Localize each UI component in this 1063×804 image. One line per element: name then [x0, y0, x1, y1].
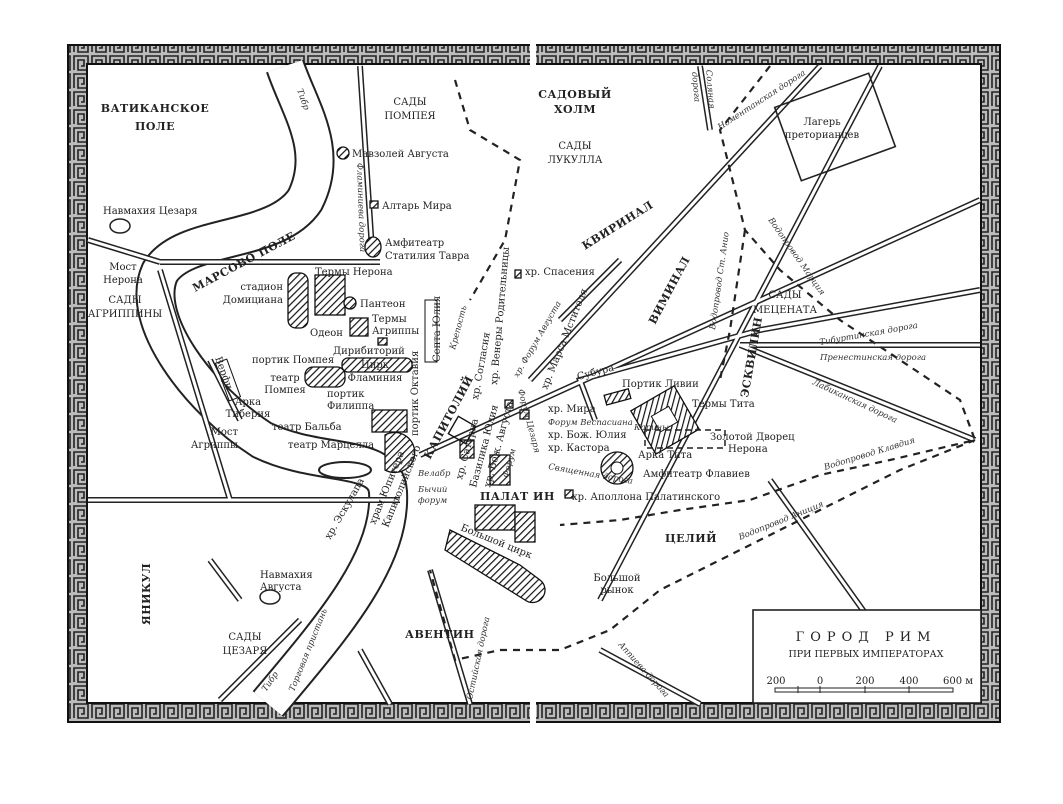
place-label: Бычий	[417, 485, 447, 495]
place-label: Тиберия	[226, 409, 271, 420]
maecenas-label: МЕЦЕНАТА	[753, 305, 818, 316]
place-label: Пантеон	[360, 299, 406, 310]
place-label: Филиппа	[327, 401, 374, 412]
place-label: Термы	[372, 314, 407, 325]
aventine-label: АВЕНТИН	[405, 628, 475, 641]
lucullus-label: ЛУКУЛЛА	[548, 155, 603, 166]
place-label: Карины	[633, 423, 669, 433]
road-label: Соляная	[703, 69, 716, 109]
place-label: Портик Ливии	[622, 379, 699, 390]
place-label: театр	[270, 373, 299, 384]
walls	[428, 65, 977, 662]
place-label: Статилия Тавра	[385, 251, 470, 262]
place-label: преторианцев	[785, 130, 860, 141]
agrippina-label: АГРИППИНЫ	[88, 309, 163, 320]
scale-tick: 400	[899, 676, 918, 687]
place-label: Септа Юлия	[432, 296, 443, 362]
scale-tick: 0	[817, 676, 823, 687]
roads	[87, 63, 982, 707]
place-label: Термы Нерона	[315, 267, 393, 278]
place-label: портик Октавия	[410, 351, 421, 436]
place-label: хр. Бож. Юлия	[548, 430, 627, 441]
place-label: театр Марцелла	[288, 440, 374, 451]
place-label: Золотой Дворец	[710, 432, 795, 443]
place-label: хр. Мира	[548, 404, 596, 415]
place-label: стадион	[240, 282, 283, 293]
map-title: ГОРОД РИМ	[796, 630, 937, 645]
vatican-label: ВАТИКАНСКОЕ	[101, 102, 209, 115]
scale-tick: 200	[766, 676, 785, 687]
place-label: Форум Веспасиана	[548, 418, 633, 428]
garden-hill-label: ХОЛМ	[554, 103, 596, 116]
agrippina-label: САДЫ	[108, 295, 141, 306]
place-label: Амфитеатр Флавиев	[643, 469, 750, 480]
road-label: Пренестинская дорога	[819, 353, 926, 363]
place-label: Большой	[593, 573, 640, 584]
map-subtitle: ПРИ ПЕРВЫХ ИМПЕРАТОРАХ	[789, 649, 944, 660]
garden-hill-label: САДОВЫЙ	[538, 86, 612, 101]
caesar-gardens-label: САДЫ	[228, 632, 261, 643]
place-label: Термы Тита	[692, 399, 755, 410]
place-label: Мавзолей Августа	[352, 149, 449, 160]
place-label: Дирибиторий	[333, 346, 405, 357]
place-label: рынок	[600, 585, 634, 596]
place-label: Августа	[260, 582, 301, 593]
place-label: портик	[327, 389, 365, 400]
place-label: Фламиния	[348, 373, 403, 384]
place-label: Арка Тита	[638, 450, 692, 461]
place-label: Алтарь Мира	[382, 201, 452, 212]
place-label: портик Помпея	[252, 355, 334, 366]
maecenas-label: САДЫ	[768, 290, 801, 301]
scale-tick: 200	[855, 676, 874, 687]
vatican-label: ПОЛЕ	[135, 120, 175, 133]
place-label: Одеон	[310, 328, 343, 339]
place-label: Мост	[211, 427, 239, 438]
caesar-gardens-label: ЦЕЗАРЯ	[223, 646, 268, 657]
place-label: Нерона	[103, 275, 143, 286]
place-label: Велабр	[417, 468, 451, 479]
palatine-label: ПАЛАТ ИН	[480, 490, 555, 503]
buildings	[287, 146, 701, 604]
praetorian-camp	[773, 72, 897, 182]
place-label: Агриппы	[372, 326, 419, 337]
place-label: Нерона	[728, 444, 768, 455]
lucullus-label: САДЫ	[558, 141, 591, 152]
place-label: хр. Кастора	[548, 443, 610, 454]
place-label: Навмахия	[260, 570, 313, 581]
place-label: Арка	[235, 397, 261, 408]
pompey-gardens-label: ПОМПЕЯ	[384, 111, 435, 122]
scale-bar: 200 0 200 400 600 м	[766, 676, 973, 693]
place-label: хр. Спасения	[525, 267, 595, 278]
place-label: Лагерь	[803, 117, 841, 128]
place-label: Мост	[109, 262, 137, 273]
place-label: Помпея	[264, 385, 305, 396]
caelian-label: ЦЕЛИЙ	[665, 530, 717, 545]
janiculum-label: ЯНИКУЛ	[140, 563, 153, 625]
map-title-box: ГОРОД РИМ ПРИ ПЕРВЫХ ИМПЕРАТОРАХ 200 0 2…	[752, 609, 982, 704]
scale-tick: 600 м	[943, 676, 973, 687]
place-label: театр Бальба	[272, 422, 342, 433]
place-label: Цирк	[361, 360, 390, 371]
place-label: Амфитеатр	[385, 238, 444, 249]
place-label: Навмахия Цезаря	[103, 206, 198, 217]
place-label: Домициана	[223, 295, 283, 306]
place-label: форум	[418, 496, 447, 506]
pompey-gardens-label: САДЫ	[393, 97, 426, 108]
road-label: Фламиниева дорога	[354, 163, 367, 253]
place-label: хр. Аполлона Палатинского	[572, 492, 720, 503]
map-body	[87, 59, 982, 717]
road-label: дорога	[689, 71, 702, 102]
place-label: Агриппы	[191, 440, 238, 451]
